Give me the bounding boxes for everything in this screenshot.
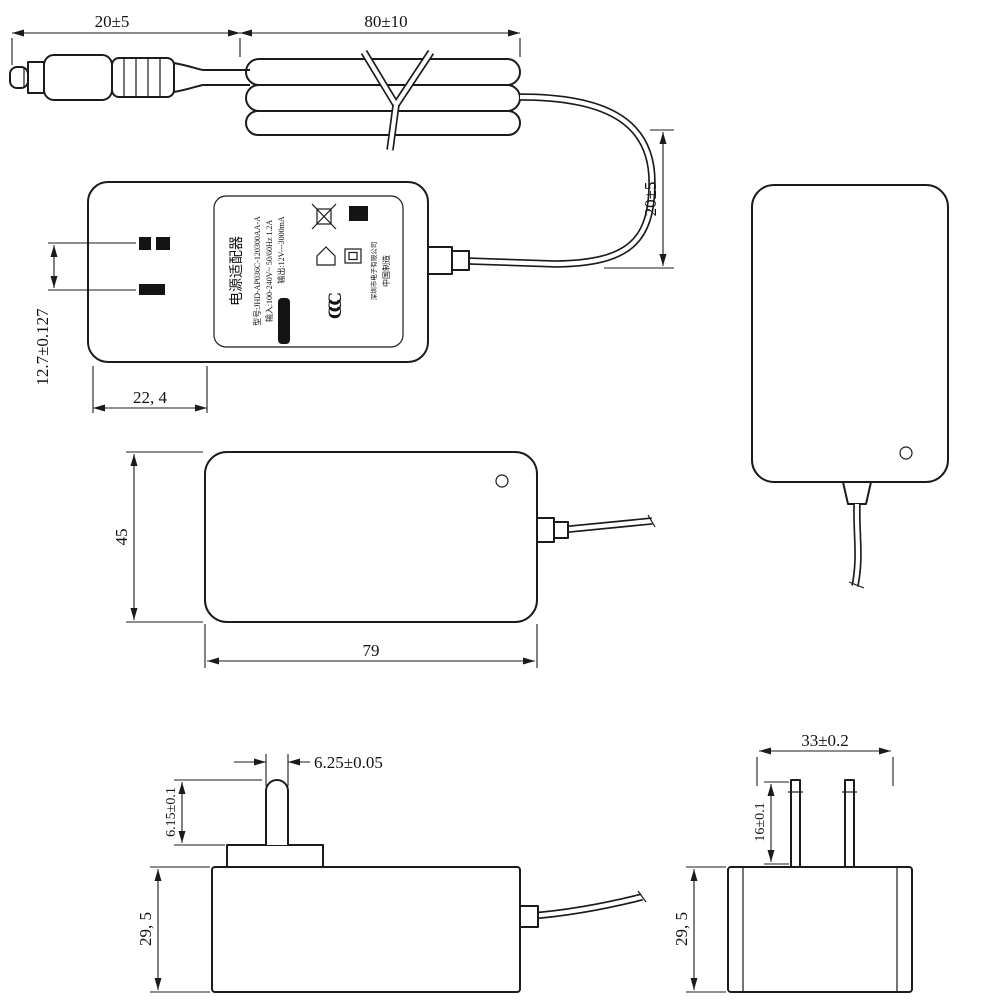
dim-pin-protrusion-text: 6.15±0.1 bbox=[164, 787, 179, 837]
dim-prong-length: 16±0.1 bbox=[753, 781, 789, 865]
dim-body-length-text: 79 bbox=[363, 641, 380, 660]
weee-bin-crossed-icon bbox=[311, 203, 337, 230]
dim-pin-protrusion: 6.15±0.1 bbox=[164, 779, 262, 846]
adapter-front-view: 电源适配器 型号:JHD-AP036C-120300AA-A 输入:100-24… bbox=[9, 12, 674, 413]
black-mark-icon bbox=[349, 206, 368, 221]
label-input-rating: 输入:100-240V~ 50/60Hz 1.2A bbox=[264, 220, 274, 323]
dim-thickness-end-text: 29, 5 bbox=[672, 912, 691, 946]
adapter-bottom-view: 6.25±0.05 6.15±0.1 29, 5 bbox=[136, 753, 647, 993]
cable-coil bbox=[245, 49, 521, 151]
body-end bbox=[727, 866, 913, 993]
cable-bushing-bottom bbox=[519, 905, 539, 928]
class-ii-icon bbox=[344, 248, 362, 264]
pin-base bbox=[226, 844, 324, 868]
dim-coil-length: 80±10 bbox=[240, 12, 521, 57]
inverted-text-bar bbox=[278, 298, 290, 344]
dim-body-width-text: 33±0.2 bbox=[801, 731, 849, 750]
dim-plug-length-text: 20±5 bbox=[95, 12, 130, 31]
dim-prong-pitch: 12.7±0.127 bbox=[33, 242, 136, 386]
prong-right-end bbox=[842, 779, 857, 868]
dc-plug bbox=[9, 54, 250, 101]
label-model: 型号:JHD-AP036C-120300AA-A bbox=[253, 216, 262, 326]
ccc-mark-icon: CCC bbox=[325, 293, 346, 319]
dim-plug-length: 20±5 bbox=[11, 12, 241, 65]
label-output-rating: 输出:12V---3000mA bbox=[276, 216, 286, 283]
body-bottom bbox=[211, 866, 521, 993]
label-maker: 深圳市电子有限公司 bbox=[369, 242, 378, 301]
indoor-use-icon bbox=[316, 246, 336, 266]
screw-hole-top bbox=[495, 474, 509, 488]
prong-upper bbox=[139, 237, 170, 250]
label-origin: 中国制造 bbox=[381, 255, 391, 287]
dim-body-height: 45 bbox=[112, 451, 203, 623]
dim-body-width: 33±0.2 bbox=[756, 731, 894, 786]
dim-thickness-bottom: 29, 5 bbox=[136, 866, 210, 993]
dim-pin-width-text: 6.25±0.05 bbox=[314, 753, 383, 772]
dim-body-length: 79 bbox=[204, 624, 538, 668]
dim-thickness-bottom-text: 29, 5 bbox=[136, 912, 155, 946]
adapter-top-view: 45 79 bbox=[112, 451, 656, 668]
center-pin bbox=[265, 779, 289, 845]
dim-prong-offset-text: 22, 4 bbox=[133, 388, 168, 407]
cable-bushing-tip-top bbox=[553, 521, 569, 539]
dim-cable-drop: 20±5 bbox=[604, 129, 674, 269]
label-product-name: 电源适配器 bbox=[229, 236, 245, 306]
cable-bushing-top bbox=[536, 517, 555, 543]
adapter-back-view bbox=[751, 184, 949, 589]
dim-prong-pitch-text: 12.7±0.127 bbox=[33, 308, 52, 386]
cable-bushing bbox=[427, 246, 453, 275]
dim-prong-length-text: 16±0.1 bbox=[753, 802, 768, 841]
output-cable-bottom bbox=[529, 890, 647, 920]
dim-coil-length-text: 80±10 bbox=[364, 12, 407, 31]
output-cable-front bbox=[467, 93, 656, 268]
screw-hole bbox=[899, 446, 913, 460]
dim-cable-drop-text: 20±5 bbox=[641, 182, 660, 217]
dim-thickness-end: 29, 5 bbox=[672, 866, 726, 993]
adapter-end-view: 33±0.2 16±0.1 29, 5 bbox=[672, 731, 913, 993]
output-cable-top bbox=[559, 514, 656, 534]
dim-body-height-text: 45 bbox=[112, 529, 131, 546]
prong-lower bbox=[139, 284, 165, 295]
prong-left-end bbox=[788, 779, 803, 868]
dim-prong-offset: 22, 4 bbox=[92, 366, 208, 413]
strain-relief bbox=[842, 481, 872, 505]
rating-label: 电源适配器 型号:JHD-AP036C-120300AA-A 输入:100-24… bbox=[213, 195, 404, 348]
cable-bushing-tip bbox=[451, 250, 470, 271]
output-cable-back bbox=[848, 503, 865, 589]
dim-pin-width: 6.25±0.05 bbox=[234, 753, 383, 786]
